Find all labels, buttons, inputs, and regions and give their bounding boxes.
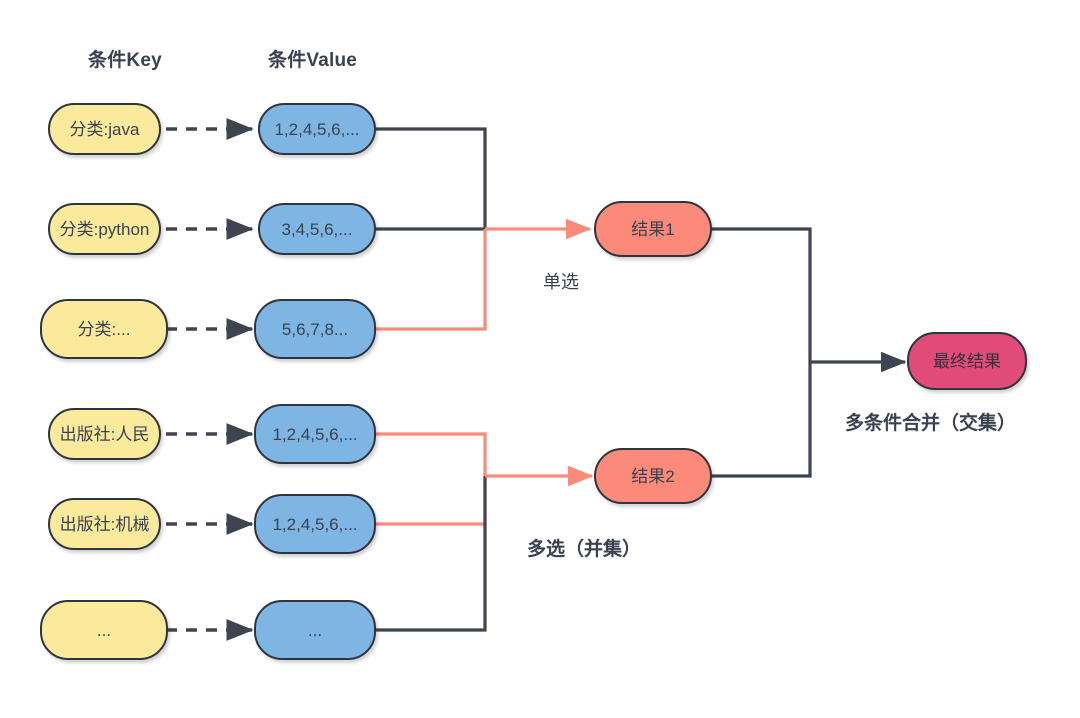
final-result-node[interactable]: 最终结果 [907, 332, 1027, 390]
edge-value5-to-bus-lower [376, 476, 487, 526]
value-node-2[interactable]: 3,4,5,6,... [258, 203, 376, 255]
key-node-4-label: 出版社:人民 [59, 424, 150, 444]
edge-value4-to-bus-lower [376, 432, 487, 476]
result-node-1[interactable]: 结果1 [594, 201, 712, 257]
final-result-node-label: 最终结果 [933, 351, 1001, 371]
value-node-2-label: 3,4,5,6,... [281, 219, 353, 239]
key-node-4[interactable]: 出版社:人民 [48, 408, 161, 460]
annotation-merge: 多条件合并（交集） [845, 413, 1017, 434]
value-node-6[interactable]: ... [254, 600, 376, 660]
value-node-5[interactable]: 1,2,4,5,6,... [254, 494, 376, 554]
value-node-1[interactable]: 1,2,4,5,6,... [258, 103, 376, 155]
column-header-key: 条件Key [88, 50, 162, 71]
edge-result2-to-merge-bus [712, 362, 812, 478]
result-node-2[interactable]: 结果2 [594, 448, 712, 504]
key-node-2[interactable]: 分类:python [48, 203, 161, 255]
value-node-3[interactable]: 5,6,7,8... [254, 299, 376, 359]
edge-value3-to-bus-upper [376, 229, 487, 331]
column-header-value: 条件Value [268, 50, 358, 71]
result-node-1-label: 结果1 [631, 219, 675, 239]
value-node-5-label: 1,2,4,5,6,... [272, 514, 358, 534]
value-node-4[interactable]: 1,2,4,5,6,... [254, 404, 376, 464]
key-node-3[interactable]: 分类:... [40, 299, 168, 359]
key-node-5[interactable]: 出版社:机械 [48, 498, 161, 550]
edge-result1-to-merge-bus [712, 227, 812, 362]
key-node-3-label: 分类:... [77, 319, 131, 339]
key-node-1[interactable]: 分类:java [48, 103, 161, 155]
key-node-6-label: ... [96, 620, 112, 640]
key-node-6[interactable]: ... [40, 600, 168, 660]
annotation-multi-select: 多选（并集） [527, 539, 642, 560]
key-node-5-label: 出版社:机械 [59, 514, 150, 534]
key-node-2-label: 分类:python [59, 219, 150, 239]
result-node-2-label: 结果2 [631, 466, 675, 486]
value-node-3-label: 5,6,7,8... [281, 319, 349, 339]
edge-value6-to-bus-lower [376, 476, 487, 632]
key-node-1-label: 分类:java [69, 119, 140, 139]
annotation-single-select: 单选 [543, 272, 579, 292]
value-node-1-label: 1,2,4,5,6,... [274, 119, 360, 139]
edge-value1-to-bus-upper [376, 127, 487, 229]
value-node-6-label: ... [307, 620, 323, 640]
value-node-4-label: 1,2,4,5,6,... [272, 424, 358, 444]
